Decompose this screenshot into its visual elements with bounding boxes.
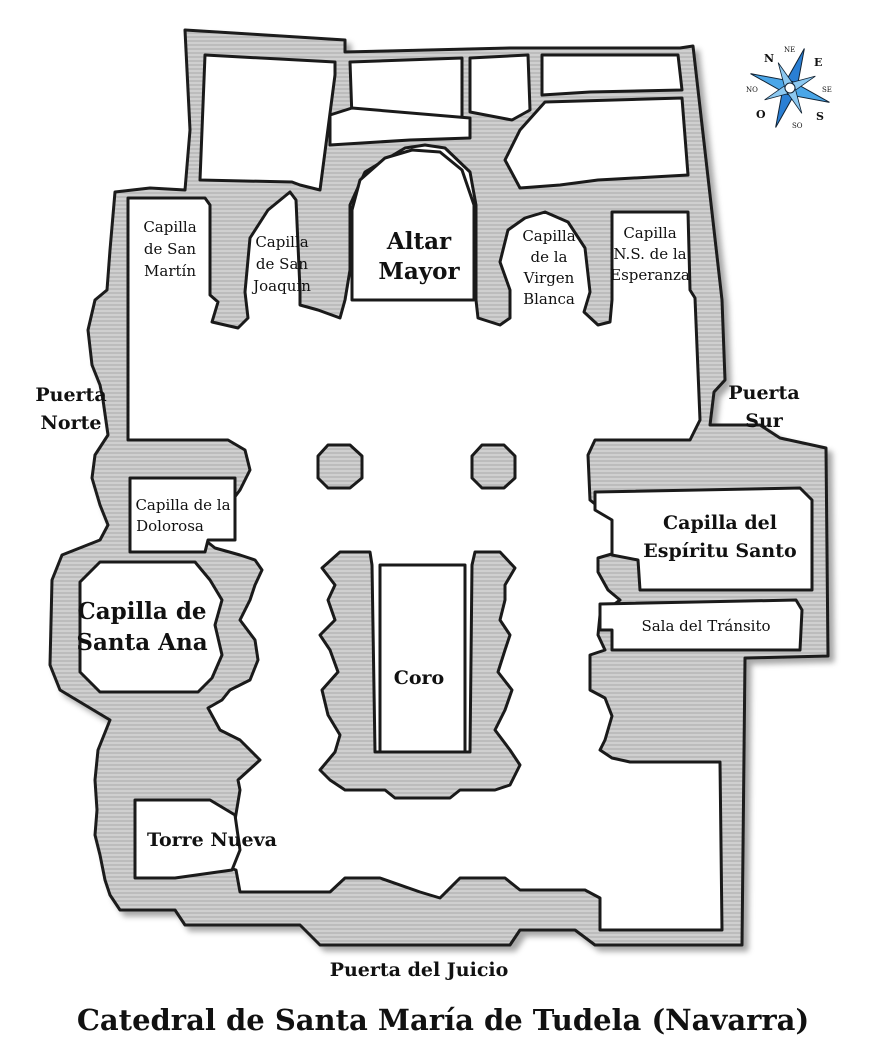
annex-room-1 — [198, 53, 337, 192]
label-capilla-esperanza: Capilla N.S. de la Esperanza — [610, 224, 690, 284]
svg-text:Dolorosa: Dolorosa — [136, 517, 204, 535]
label-puerta-juicio: Puerta del Juicio — [330, 959, 509, 981]
svg-text:Norte: Norte — [41, 412, 102, 434]
svg-text:Santa Ana: Santa Ana — [76, 629, 207, 656]
svg-text:N.S. de la: N.S. de la — [613, 245, 686, 263]
svg-text:Capilla: Capilla — [143, 218, 196, 236]
svg-text:Capilla de: Capilla de — [77, 598, 206, 625]
room-altar-mayor — [350, 148, 476, 302]
compass-label-se: SE — [822, 86, 832, 94]
svg-text:de la: de la — [531, 248, 568, 266]
room-torre-nueva — [133, 798, 242, 880]
annex-room-4 — [540, 53, 684, 97]
annex-room-5 — [503, 96, 690, 190]
page-title: Catedral de Santa María de Tudela (Navar… — [76, 1003, 810, 1037]
label-torre-nueva: Torre Nueva — [147, 829, 277, 851]
svg-text:Sur: Sur — [745, 410, 784, 432]
label-capilla-san-joaquin: Capilla de San Joaquín — [251, 233, 311, 295]
compass-label-o: O — [756, 108, 766, 121]
svg-text:Capilla del: Capilla del — [663, 512, 777, 534]
label-capilla-san-martin: Capilla de San Martín — [143, 218, 196, 280]
svg-text:de San: de San — [256, 255, 308, 273]
compass-label-no: NO — [746, 86, 758, 94]
label-capilla-espiritu-santo: Capilla del Espíritu Santo — [643, 512, 796, 562]
compass-label-so: SO — [792, 122, 803, 130]
label-coro: Coro — [394, 667, 444, 689]
svg-text:Capilla: Capilla — [522, 227, 575, 245]
svg-text:de San: de San — [144, 240, 196, 258]
annex-room-3 — [468, 53, 532, 122]
compass-label-ne: NE — [784, 46, 795, 54]
compass-label-s: S — [816, 110, 824, 123]
svg-text:Esperanza: Esperanza — [610, 266, 690, 284]
label-capilla-dolorosa: Capilla de la Dolorosa — [135, 496, 230, 535]
room-capilla-santa-ana — [78, 560, 224, 694]
label-puerta-norte: Puerta Norte — [35, 384, 106, 434]
compass-label-e: E — [814, 56, 822, 69]
svg-text:Altar: Altar — [386, 228, 452, 255]
room-capilla-espiritu-santo — [593, 486, 814, 592]
svg-text:Martín: Martín — [144, 262, 196, 280]
label-capilla-virgen-blanca: Capilla de la Virgen Blanca — [522, 227, 575, 308]
coro-walls — [318, 550, 522, 800]
svg-text:Puerta: Puerta — [35, 384, 106, 406]
label-altar-mayor: Altar Mayor — [378, 228, 460, 285]
pillar-north — [316, 443, 364, 490]
compass-rose-icon: N NE E SE S SO O NO — [746, 46, 832, 130]
svg-text:Virgen: Virgen — [523, 269, 575, 287]
pillar-south — [470, 443, 517, 490]
svg-text:Capilla: Capilla — [623, 224, 676, 242]
svg-text:Puerta: Puerta — [728, 382, 799, 404]
room-capilla-dolorosa — [128, 476, 237, 554]
annex-room-6 — [328, 106, 472, 147]
label-sala-transito: Sala del Tránsito — [641, 617, 770, 635]
label-capilla-santa-ana: Capilla de Santa Ana — [76, 598, 207, 656]
svg-text:Espíritu Santo: Espíritu Santo — [643, 540, 796, 562]
svg-text:Blanca: Blanca — [523, 290, 575, 308]
svg-text:Joaquín: Joaquín — [251, 277, 311, 295]
room-sala-transito — [598, 598, 804, 652]
svg-text:Capilla: Capilla — [255, 233, 308, 251]
svg-text:Mayor: Mayor — [378, 258, 460, 285]
svg-text:Capilla de la: Capilla de la — [135, 496, 230, 514]
compass-label-n: N — [764, 52, 774, 65]
label-puerta-sur: Puerta Sur — [728, 382, 799, 432]
room-coro — [378, 563, 467, 754]
